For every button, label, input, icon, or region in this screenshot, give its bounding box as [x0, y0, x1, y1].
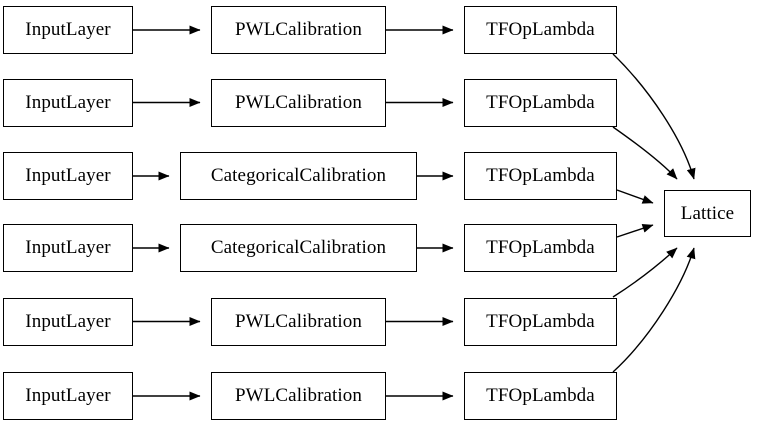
node-calibration-2[interactable]: PWLCalibration — [211, 78, 386, 127]
node-input-layer-5[interactable]: InputLayer — [3, 297, 133, 346]
node-label: TFOpLambda — [486, 91, 595, 113]
node-label: InputLayer — [25, 19, 111, 40]
node-lambda-2[interactable]: TFOpLambda — [464, 78, 617, 127]
node-label: InputLayer — [25, 91, 111, 113]
node-label: PWLCalibration — [235, 91, 362, 113]
node-label: CategoricalCalibration — [210, 237, 387, 258]
node-label: InputLayer — [25, 237, 111, 258]
node-input-layer-3[interactable]: InputLayer — [3, 152, 133, 200]
edge-row5-lambda-to-lattice — [612, 247, 678, 298]
node-label: TFOpLambda — [486, 237, 595, 258]
node-calibration-1[interactable]: PWLCalibration — [211, 6, 386, 54]
node-input-layer-4[interactable]: InputLayer — [3, 224, 133, 272]
node-label: PWLCalibration — [235, 19, 362, 40]
node-label: PWLCalibration — [235, 385, 362, 406]
node-calibration-6[interactable]: PWLCalibration — [211, 372, 386, 420]
node-lambda-6[interactable]: TFOpLambda — [464, 372, 617, 420]
node-lambda-4[interactable]: TFOpLambda — [464, 224, 617, 272]
node-lambda-5[interactable]: TFOpLambda — [464, 297, 617, 346]
node-label: InputLayer — [25, 165, 111, 186]
edge-row1-lambda-to-lattice — [612, 53, 696, 180]
node-label: CategoricalCalibration — [210, 165, 387, 186]
node-input-layer-6[interactable]: InputLayer — [3, 372, 133, 420]
node-label: PWLCalibration — [235, 310, 362, 332]
node-label: TFOpLambda — [486, 310, 595, 332]
edge-row6-lambda-to-lattice — [612, 247, 696, 373]
node-label: TFOpLambda — [486, 165, 595, 186]
node-lattice-output[interactable]: Lattice — [664, 190, 751, 237]
node-calibration-5[interactable]: PWLCalibration — [211, 297, 386, 346]
node-label: InputLayer — [25, 385, 111, 406]
edge-row3-lambda-to-lattice — [616, 189, 654, 204]
node-label: InputLayer — [25, 310, 111, 332]
node-input-layer-2[interactable]: InputLayer — [3, 78, 133, 127]
node-label: TFOpLambda — [486, 19, 595, 40]
node-lambda-1[interactable]: TFOpLambda — [464, 6, 617, 54]
edge-row2-lambda-to-lattice — [612, 126, 678, 180]
node-label: Lattice — [680, 202, 735, 224]
node-lambda-3[interactable]: TFOpLambda — [464, 152, 617, 200]
node-label: TFOpLambda — [486, 385, 595, 406]
node-calibration-4[interactable]: CategoricalCalibration — [180, 224, 417, 272]
node-input-layer-1[interactable]: InputLayer — [3, 6, 133, 54]
edge-row4-lambda-to-lattice — [616, 224, 654, 238]
node-calibration-3[interactable]: CategoricalCalibration — [180, 152, 417, 200]
